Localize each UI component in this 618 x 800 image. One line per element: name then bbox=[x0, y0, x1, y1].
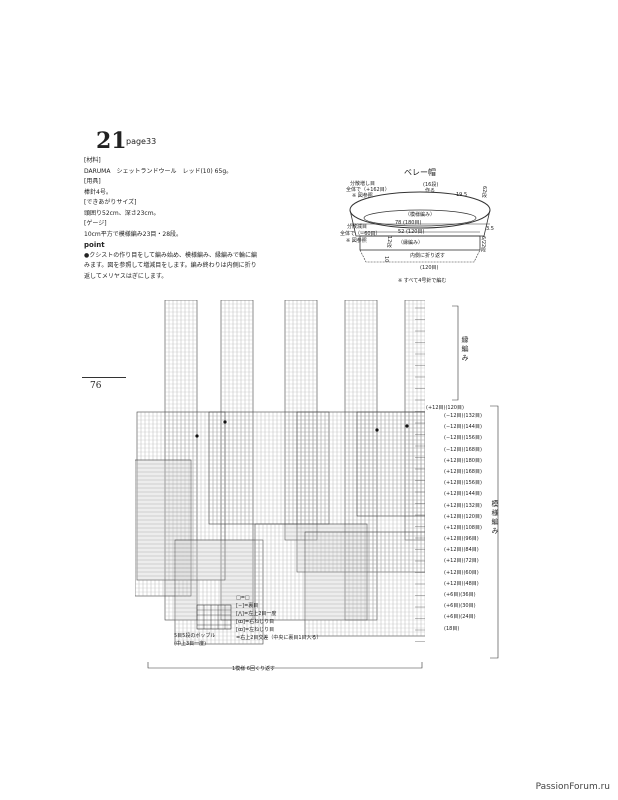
material-heading: [材料] bbox=[84, 157, 101, 164]
edge-section-label: 縁編み bbox=[461, 336, 469, 363]
pattern-number: 21 bbox=[96, 128, 127, 154]
section-brackets bbox=[452, 305, 499, 659]
chart-column bbox=[356, 411, 425, 517]
bobble-mark bbox=[405, 424, 409, 428]
chart-column bbox=[135, 459, 192, 597]
beret-label: 全体で（+162目） bbox=[346, 187, 390, 193]
size-heading: [できあがりサイズ] bbox=[84, 199, 137, 206]
round-count: (+6目)(30目) bbox=[444, 603, 476, 610]
legend-twist-right: [ꝏ]=右ねじり目 bbox=[236, 619, 275, 625]
legend-cable: =右上2目交差（中央に裏目1目入る） bbox=[236, 635, 322, 641]
beret-label: ※ 図参照 bbox=[352, 193, 373, 199]
round-count: (+12目)(48目) bbox=[444, 580, 479, 587]
beret-label: 全体で（−60目） bbox=[340, 231, 381, 237]
beret-title: ベレー帽 bbox=[404, 168, 436, 177]
size-text: 頭囲り52cm、深さ23cm。 bbox=[84, 209, 160, 217]
beret-label: 作る bbox=[425, 188, 436, 194]
round-count: (+12目)(84目) bbox=[444, 547, 479, 554]
legend-knit: □=□ bbox=[236, 595, 250, 601]
beret-label: （模様編み） bbox=[405, 212, 436, 218]
round-count: (+12目)(144目) bbox=[444, 491, 482, 498]
material-text: DARUMA シェットランドウール レッド(10) 65g。 bbox=[84, 167, 233, 175]
page-rule bbox=[82, 377, 126, 378]
round-count: (+6目)(36目) bbox=[444, 592, 476, 598]
beret-label: 19.5 bbox=[456, 192, 468, 198]
round-count: (18目) bbox=[444, 625, 460, 632]
bobble-label: 5目5段のボッブル bbox=[174, 633, 216, 639]
bobble-note: 5目5段のボッブル (中上3目一度) bbox=[174, 632, 215, 648]
chart-legend: □=□ [−]=裏目 [⋀]=左上2目一度 [ꝏ]=右ねじり目 [ꝏ]=左ねじり… bbox=[236, 594, 322, 642]
repeat-bracket bbox=[147, 662, 423, 669]
beret-fold bbox=[359, 249, 481, 263]
chart-column bbox=[304, 531, 425, 637]
point-line: ●クシストの作り目をして編み始め、模様編み、縁編みで輪に編 bbox=[84, 251, 258, 259]
gauge-heading: [ゲージ] bbox=[84, 220, 107, 227]
round-count: (−12目)(156目) bbox=[444, 435, 482, 442]
watermark: PassionForum.ru bbox=[535, 782, 610, 792]
round-count: (+12目)(108目) bbox=[444, 524, 482, 531]
beret-label: （縁編み） bbox=[398, 240, 424, 246]
beret-label: 12段 bbox=[386, 236, 392, 248]
tool-heading: [用具] bbox=[84, 178, 101, 185]
beret-label: 分散増し目 bbox=[350, 181, 376, 187]
beret-inner-ellipse bbox=[363, 209, 477, 227]
round-count: (+12目)(132目) bbox=[444, 502, 482, 509]
gauge-text: 10cm平方で模様編み23目・28段。 bbox=[84, 230, 183, 238]
round-count: (−12目)(132目) bbox=[444, 413, 482, 419]
pattern-section-label: 模様編み bbox=[491, 500, 499, 536]
beret-label: 10 bbox=[383, 256, 389, 263]
tool-text: 棒針4号。 bbox=[84, 188, 112, 196]
legend-twist-left: [ꝏ]=左ねじり目 bbox=[236, 627, 275, 633]
beret-diagram bbox=[349, 191, 491, 263]
round-count: (+12目)(168目) bbox=[444, 468, 482, 475]
info-block: [材料] DARUMA シェットランドウール レッド(10) 65g。 [用具]… bbox=[84, 156, 324, 282]
bobble-mark bbox=[375, 428, 379, 432]
legend-k2tog: [⋀]=左上2目一度 bbox=[236, 611, 277, 617]
round-count: (+12目)(180目) bbox=[444, 457, 482, 464]
bobble-mark bbox=[223, 420, 227, 424]
bobble-label-2: (中上3目一度) bbox=[174, 641, 207, 647]
point-heading: point bbox=[84, 241, 105, 249]
round-count: (+12目)(120目) bbox=[444, 513, 482, 520]
beret-label: 6/22段 bbox=[480, 236, 486, 253]
round-count: (+12目)(96目) bbox=[444, 536, 479, 543]
beret-label: ※ 図参照 bbox=[346, 238, 367, 244]
legend-purl: [−]=裏目 bbox=[236, 603, 259, 609]
round-count: (+12目)(72目) bbox=[444, 558, 479, 565]
beret-band bbox=[359, 235, 481, 251]
round-count: (+6目)(24目) bbox=[444, 614, 476, 621]
repeat-label: 1模様 6回くり返す bbox=[232, 666, 275, 672]
round-count: (+12目)(60目) bbox=[444, 569, 479, 576]
beret-label: (120目) bbox=[420, 265, 439, 271]
beret-label: (16段) bbox=[423, 182, 439, 188]
beret-label: 78 (180目) bbox=[395, 220, 422, 226]
round-count: (+12目)(156目) bbox=[444, 480, 482, 487]
beret-label: 分散減目 bbox=[347, 224, 368, 230]
round-count: (−12目)(168目) bbox=[444, 446, 482, 453]
beret-label: 52 (120目) bbox=[398, 229, 425, 235]
point-line: みます。図を参照して増減目をします。編み終わりは内側に折り bbox=[84, 262, 257, 269]
round-list: (+12目)(120目) bbox=[426, 404, 496, 411]
knitting-chart bbox=[135, 300, 425, 645]
beret-label: 内側に折り返す bbox=[410, 253, 446, 259]
page-number: 76 bbox=[90, 381, 102, 391]
bobble-mark bbox=[195, 434, 199, 438]
beret-label: ※ すべて4号針で編む bbox=[398, 278, 447, 284]
round-count: (−12目)(144目) bbox=[444, 424, 482, 431]
bobble-diagram bbox=[196, 604, 232, 630]
round-list: (−12目)(132目) (−12目)(144目) (−12目)(156目) (−12… bbox=[444, 412, 514, 636]
round-count: (+12目)(120目) bbox=[426, 405, 464, 411]
page-reference: page33 bbox=[126, 137, 157, 146]
point-line: 返してメリヤスはぎにします。 bbox=[84, 272, 168, 280]
beret-label: 3.5 bbox=[486, 226, 494, 232]
beret-label: 62段 bbox=[481, 186, 487, 198]
